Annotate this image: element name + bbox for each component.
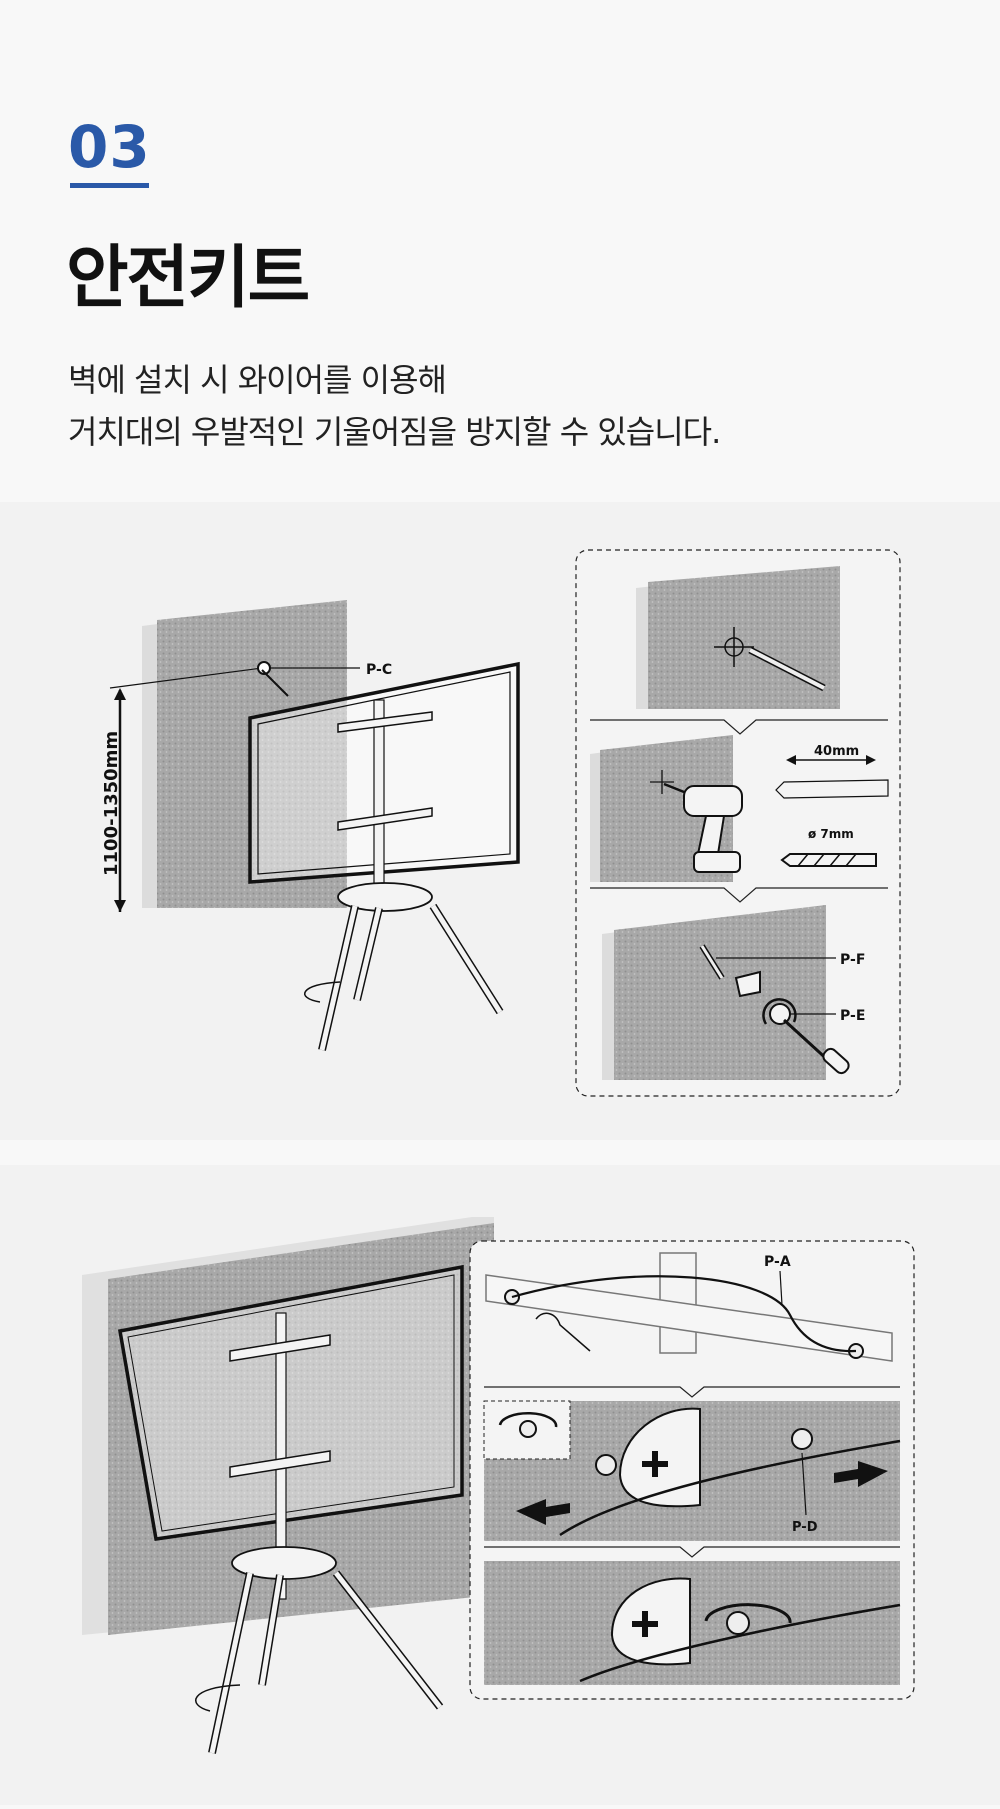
arrow-up-icon: [114, 688, 126, 700]
tv-bezel: [127, 1274, 455, 1532]
step-divider-2: [484, 1546, 900, 1558]
drill-length-label: 40mm: [814, 744, 859, 759]
section-description: 벽에 설치 시 와이어를 이용해 거치대의 우발적인 기울어짐을 방지할 수 있…: [68, 354, 721, 458]
detail-wall-1: [648, 566, 840, 709]
header-section: 03 안전키트 벽에 설치 시 와이어를 이용해 거치대의 우발적인 기울어짐을…: [0, 0, 1000, 500]
tv-screen: [117, 1264, 464, 1541]
stand-leg-middle-fill: [354, 907, 382, 1001]
anchor-plug-icon-fill: [700, 945, 724, 979]
step-number: 03: [68, 113, 151, 181]
step-underline: [70, 183, 149, 188]
arrow-left-icon: [786, 755, 796, 765]
tv-bezel: [257, 671, 511, 875]
part-label-pf: P-F: [840, 952, 865, 968]
section-title: 안전키트: [66, 239, 310, 318]
illustration-panel-wall-anchor: 1100-1350mm P-C: [0, 502, 1000, 1140]
wall-anchor-illustration: 1100-1350mm P-C: [101, 549, 901, 1097]
arrow-left-icon: [516, 1499, 570, 1525]
cross-screw-locked-icon: [632, 1611, 658, 1637]
stand-leg-middle-fill: [259, 1574, 283, 1686]
part-label-pa: P-A: [764, 1254, 791, 1270]
stand-wire: [195, 1684, 241, 1712]
hand-icon: [535, 1312, 591, 1352]
detail-wall-bottom: [484, 1561, 900, 1685]
arrow-down-icon: [114, 900, 126, 912]
bracket-plate-icon: [734, 970, 761, 998]
wire-line-bottom: [579, 1603, 901, 1683]
wire-line-middle: [559, 1439, 901, 1537]
mark-target-icon: [724, 637, 744, 657]
leader-line-pd: [801, 1452, 807, 1516]
detail-wall-3: [614, 905, 826, 1080]
stand-wire: [304, 981, 341, 1003]
cross-screw-icon: [642, 1451, 668, 1477]
description-line-1: 벽에 설치 시 와이어를 이용해: [68, 361, 447, 399]
rotate-arrow-icon: [762, 998, 797, 1025]
screwdriver-handle-icon: [822, 1047, 850, 1075]
screwdriver-shaft-icon: [782, 1018, 832, 1064]
stand-leg-left-fill: [209, 1572, 253, 1754]
rotate-lock-arrow-icon: [704, 1603, 792, 1624]
drill-icon: [663, 782, 743, 873]
part-label-pe: P-E: [840, 1008, 865, 1024]
stand-leg-right-fill: [334, 1571, 442, 1709]
part-label-pc: P-C: [366, 662, 392, 678]
stand-shelf: [337, 882, 433, 912]
mount-bracket-lower: [337, 807, 433, 831]
drill-bit-shape: [775, 779, 889, 799]
illustration-panel-wire: P-A P-D: [0, 1165, 1000, 1805]
stand-leg-left-fill: [319, 905, 358, 1051]
drill-diameter-label: ø 7mm: [808, 827, 854, 841]
mount-bracket-upper: [229, 1334, 331, 1362]
description-line-2: 거치대의 우발적인 기울어짐을 방지할 수 있습니다.: [68, 413, 721, 451]
wall-bracket-icon: [618, 1407, 701, 1508]
height-label: 1100-1350mm: [101, 731, 122, 876]
pencil-icon-fill: [749, 648, 825, 690]
step-divider-2: [590, 887, 888, 903]
stand-pole: [373, 699, 385, 893]
inset-screw-icon: [519, 1420, 537, 1438]
wire-line: [511, 1275, 857, 1353]
rotate-arrow-icon: [498, 1412, 558, 1428]
leader-line-pa: [779, 1270, 783, 1306]
drill-bit-icon: [780, 853, 877, 867]
mount-bracket-upper: [337, 711, 433, 733]
wire-lock-right-icon: [791, 1428, 813, 1450]
detail-bracket: [485, 1274, 893, 1362]
wire-lock-icon: [726, 1611, 750, 1635]
wall-face: [157, 600, 347, 908]
screw-icon: [261, 669, 289, 697]
wire-connection-illustration: P-A P-D: [82, 1217, 915, 1754]
step-divider-1: [484, 1386, 900, 1398]
stand-shelf: [231, 1546, 337, 1580]
mount-bracket-lower: [229, 1450, 331, 1478]
arrow-right-icon: [834, 1461, 888, 1487]
stand-leg-right-fill: [430, 904, 503, 1014]
arrow-right-icon: [866, 755, 876, 765]
step-divider-1: [590, 719, 888, 735]
part-label-pd: P-D: [792, 1520, 818, 1535]
height-extension-line: [109, 667, 263, 689]
stand-pole: [275, 1312, 287, 1600]
wire-lock-left-icon: [595, 1454, 617, 1476]
